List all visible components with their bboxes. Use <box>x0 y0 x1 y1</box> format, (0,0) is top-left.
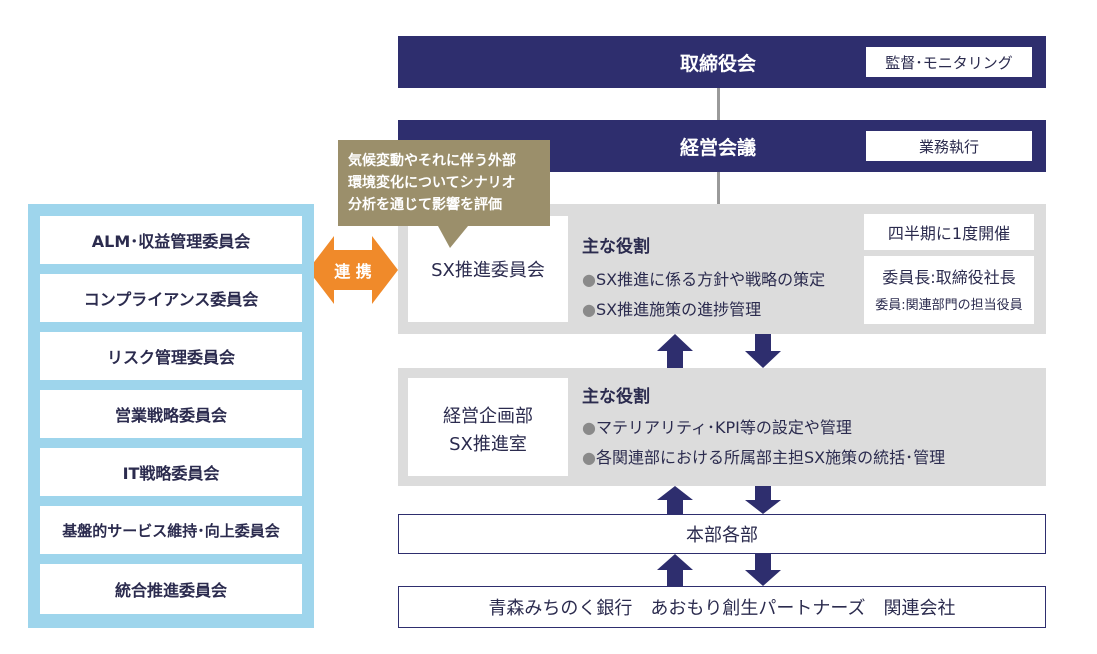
planning-title-line: SX推進室 <box>449 434 527 455</box>
link-double-arrow <box>308 236 398 304</box>
connector-line <box>717 172 720 204</box>
callout-line: 気候変動やそれに伴う外部 <box>348 153 516 169</box>
bullet-icon: ● <box>582 300 596 319</box>
planning-title: 経営企画部 SX推進室 <box>408 378 568 476</box>
committees-panel: ALM･収益管理委員会 コンプライアンス委員会 リスク管理委員会 営業戦略委員会… <box>28 204 314 628</box>
arrow-up-icon <box>657 486 693 514</box>
committee-item: コンプライアンス委員会 <box>40 274 302 322</box>
arrow-up-icon <box>657 554 693 586</box>
callout-text: 気候変動やそれに伴う外部 環境変化についてシナリオ 分析を通じて影響を評価 <box>348 150 544 216</box>
departments-box: 本部各部 <box>398 514 1046 554</box>
bullet-icon: ● <box>582 270 596 289</box>
committee-item: リスク管理委員会 <box>40 332 302 380</box>
sx-role-item: ●SX推進に係る方針や戦略の策定 <box>582 270 826 289</box>
board-title: 取締役会 <box>679 52 756 75</box>
sx-committee-title: SX推進委員会 <box>408 216 568 322</box>
sx-frequency: 四半期に1度開催 <box>864 214 1034 250</box>
management-title: 経営会議 <box>679 136 756 159</box>
planning-role-item: ●各関連部における所属部主担SX施策の統括･管理 <box>582 448 946 467</box>
committee-item: 統合推進委員会 <box>40 564 302 614</box>
callout-line: 分析を通じて影響を評価 <box>348 197 502 213</box>
committee-item: 基盤的サービス維持･向上委員会 <box>40 506 302 554</box>
link-label: 連 携 <box>334 262 372 281</box>
sx-chair: 委員長:取締役社長 <box>882 268 1016 287</box>
arrow-down-icon <box>745 486 781 514</box>
bullet-icon: ● <box>582 448 596 467</box>
arrow-down-icon <box>745 334 781 368</box>
board-bar: 取締役会 監督･モニタリング <box>398 36 1046 88</box>
committee-item: 営業戦略委員会 <box>40 390 302 438</box>
committee-item: ALM･収益管理委員会 <box>40 216 302 264</box>
sx-members: 委員:関連部門の担当役員 <box>875 298 1023 313</box>
arrow-up-icon <box>657 334 693 368</box>
planning-title-line: 経営企画部 <box>443 406 533 427</box>
arrow-down-icon <box>745 554 781 586</box>
group-box: 青森みちのく銀行 あおもり創生パートナーズ 関連会社 <box>398 586 1046 628</box>
connector-line <box>717 88 720 120</box>
management-tag: 業務執行 <box>866 131 1032 161</box>
bullet-icon: ● <box>582 418 596 437</box>
sx-role-item: ●SX推進施策の進捗管理 <box>582 300 762 319</box>
committee-item: IT戦略委員会 <box>40 448 302 496</box>
board-tag: 監督･モニタリング <box>866 47 1032 77</box>
sx-membership: 委員長:取締役社長 委員:関連部門の担当役員 <box>864 256 1034 324</box>
sx-roles-heading: 主な役割 <box>582 237 650 257</box>
planning-roles-heading: 主な役割 <box>582 387 650 407</box>
planning-panel: 経営企画部 SX推進室 主な役割 ●マテリアリティ･KPI等の設定や管理 ●各関… <box>398 368 1046 486</box>
callout-line: 環境変化についてシナリオ <box>348 175 516 191</box>
planning-role-item: ●マテリアリティ･KPI等の設定や管理 <box>582 418 852 437</box>
